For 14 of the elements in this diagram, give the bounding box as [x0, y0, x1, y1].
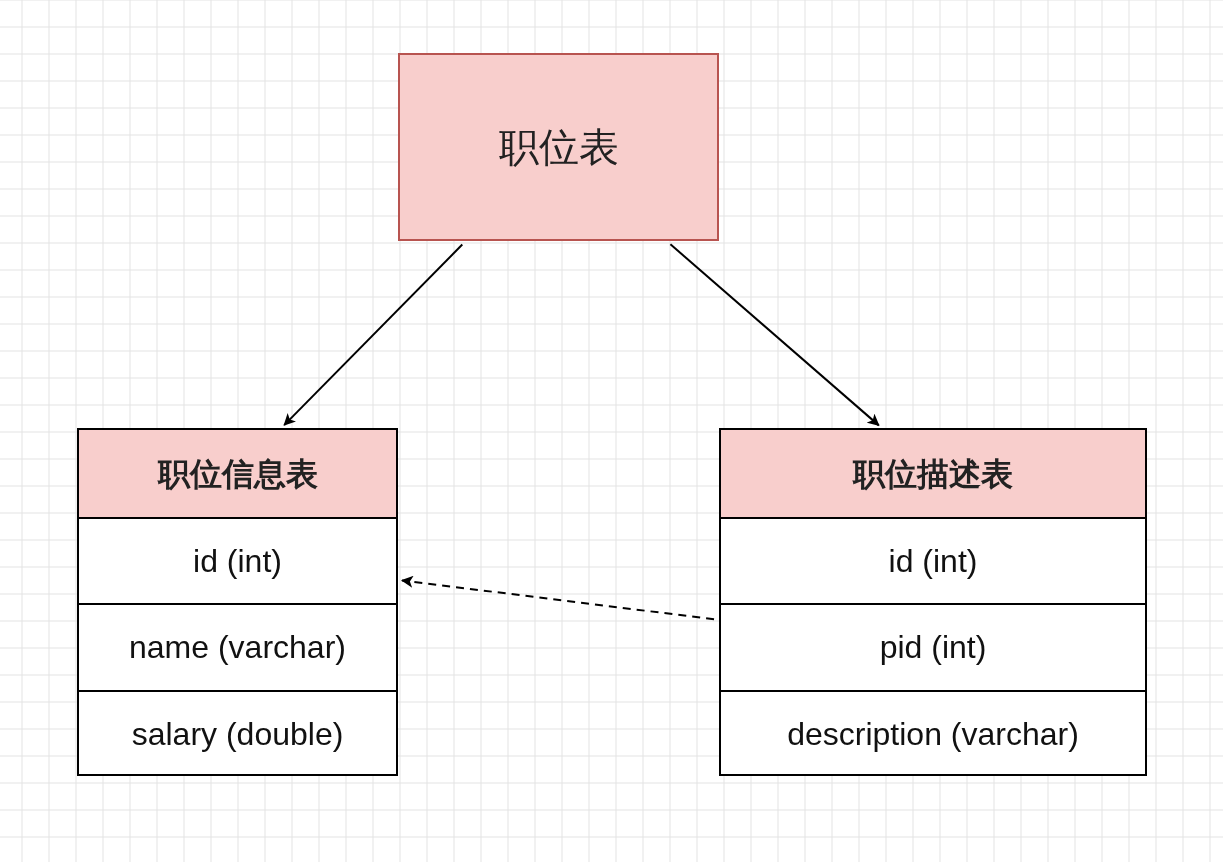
- database-table: [77, 428, 398, 776]
- table-row: id (int): [77, 517, 398, 603]
- database-table: [719, 428, 1147, 776]
- table-row: id (int): [719, 517, 1147, 603]
- table-row: description (varchar): [719, 690, 1147, 776]
- table-header: 职位信息表: [79, 430, 396, 519]
- arrow: [669, 243, 880, 427]
- table-row: name (varchar): [77, 603, 398, 690]
- table-box: 职位表: [398, 53, 719, 241]
- table-row: pid (int): [719, 603, 1147, 690]
- table-row: salary (double): [77, 690, 398, 776]
- table-header: 职位描述表: [721, 430, 1145, 519]
- arrow: [283, 243, 464, 427]
- dashed-arrow: [400, 575, 716, 621]
